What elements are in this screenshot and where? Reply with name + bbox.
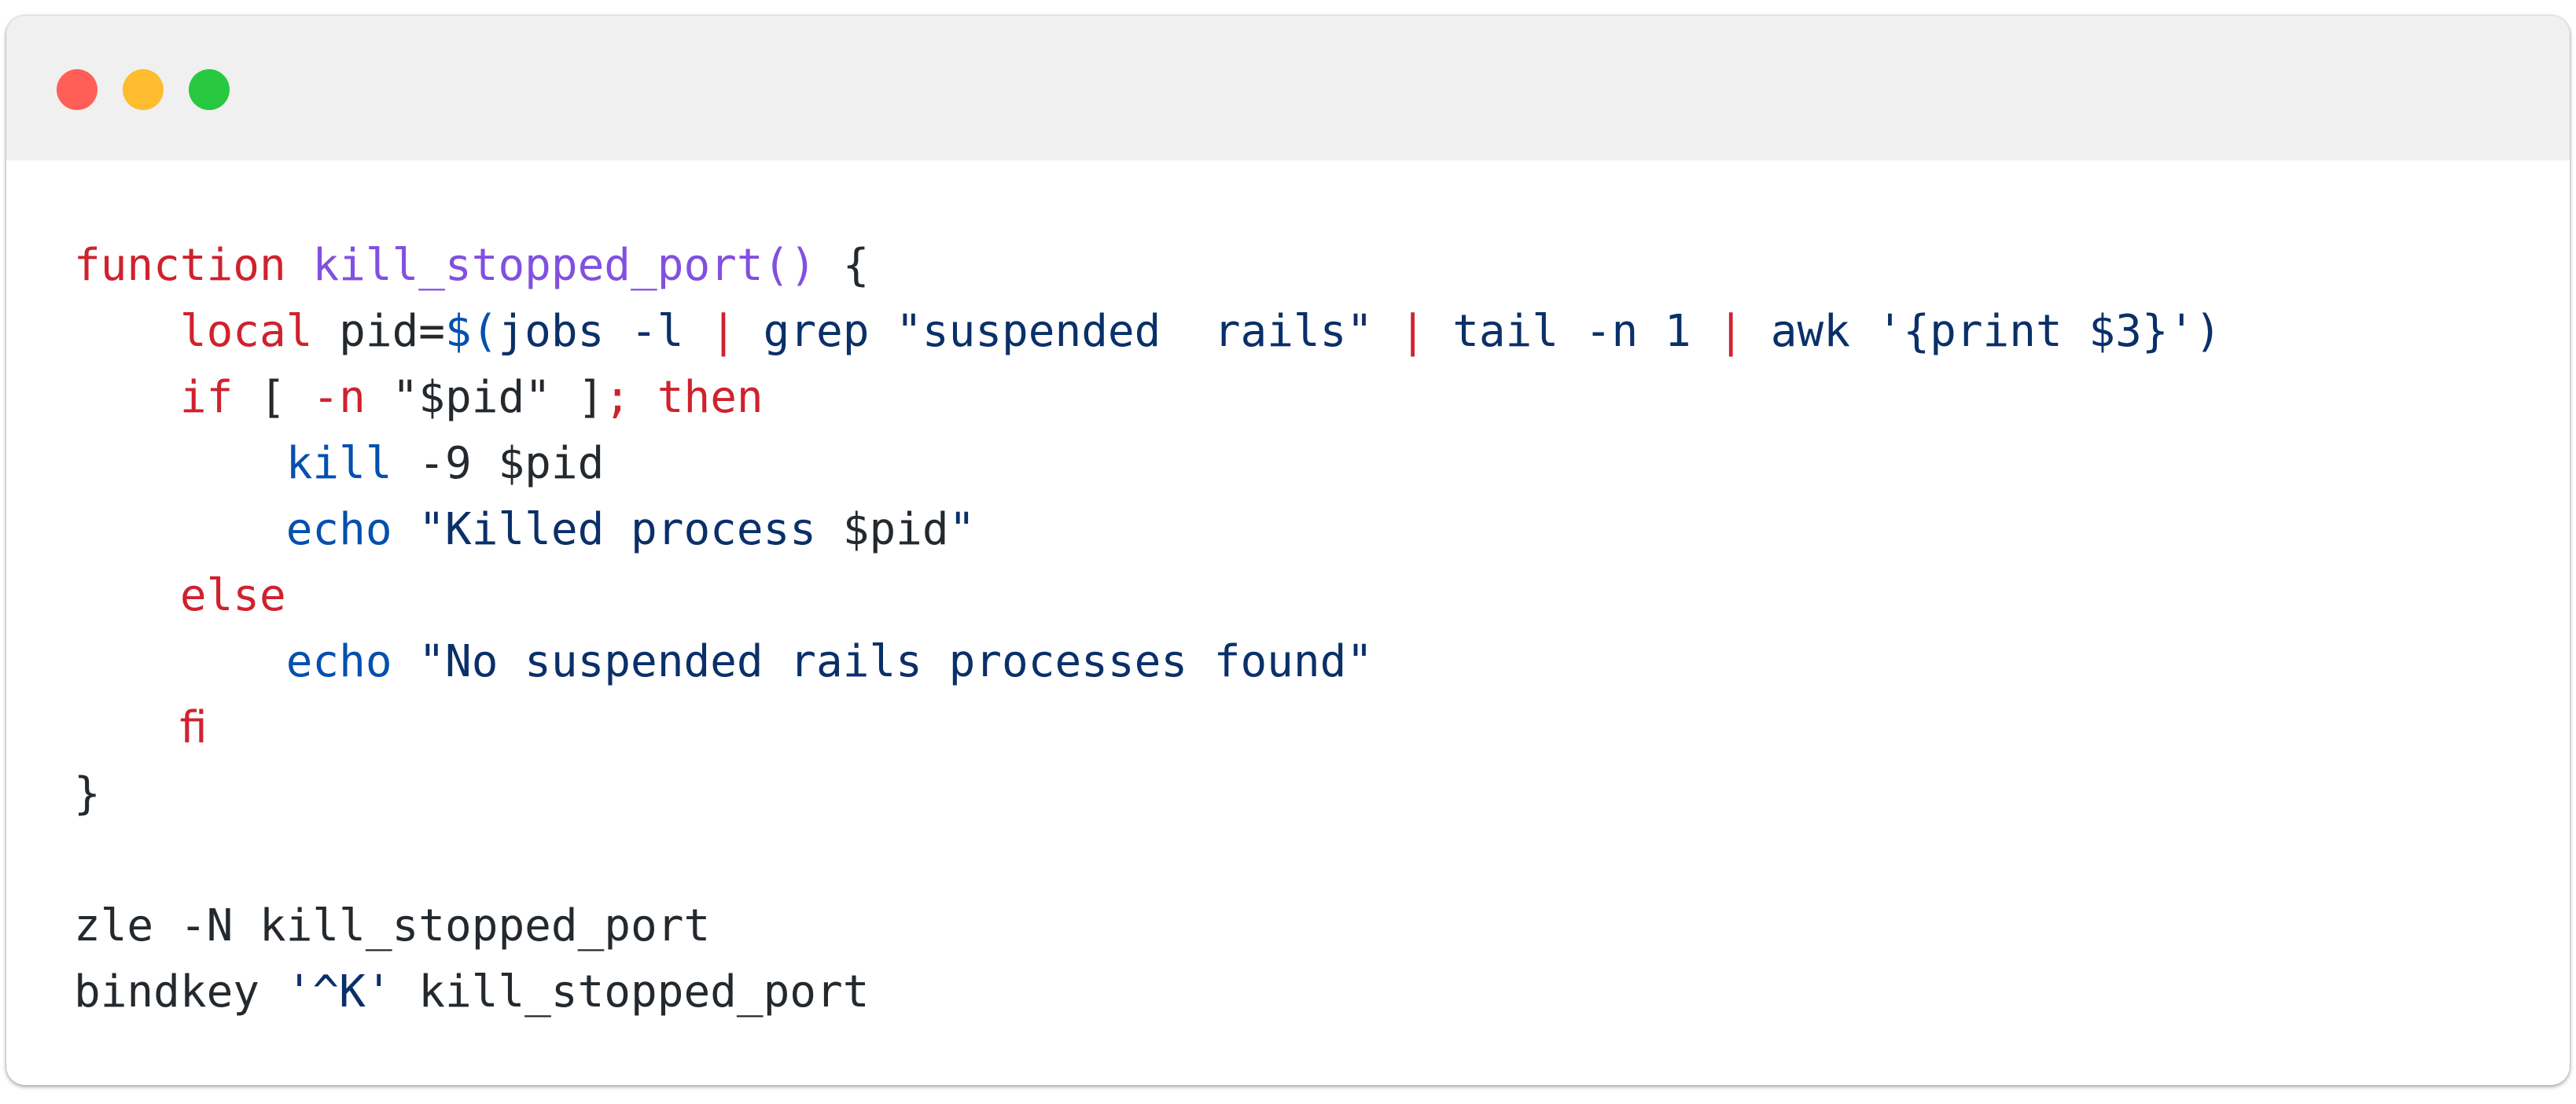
- code-block: function kill_stopped_port() { local pid…: [74, 233, 2221, 1025]
- test-bracket-open: [: [233, 372, 313, 423]
- pipe-operator: |: [1399, 306, 1426, 357]
- indent: [74, 504, 286, 555]
- builtin-echo: echo: [285, 636, 392, 687]
- code-space: [392, 636, 419, 687]
- code-space: [366, 372, 392, 423]
- code-space: [631, 372, 657, 423]
- zle-command: zle -N kill_stopped_port: [74, 900, 711, 951]
- function-name: kill_stopped_port(): [312, 240, 817, 291]
- assignment: pid=: [312, 306, 446, 357]
- builtin-echo: echo: [285, 504, 392, 555]
- indent: [74, 702, 180, 753]
- code-space: [392, 504, 419, 555]
- code-line-5: echo "Killed process $pid": [74, 497, 2221, 563]
- command-awk: awk: [1744, 306, 1877, 357]
- keyword-if: if: [179, 372, 234, 423]
- pid-string: "$pid": [392, 372, 551, 423]
- pipe-operator: |: [1717, 306, 1745, 357]
- pid-variable: $pid: [842, 504, 949, 555]
- command-grep: grep: [736, 306, 896, 357]
- indent: [74, 438, 286, 489]
- keyword-else: else: [179, 570, 286, 621]
- indent: [74, 636, 286, 687]
- key-binding-string: '^K': [285, 966, 392, 1018]
- subshell-open: $(: [445, 306, 499, 357]
- not-found-message-string: "No suspended rails processes found": [418, 636, 1374, 687]
- keyword-then: then: [657, 372, 764, 423]
- brace-close: }: [74, 768, 101, 819]
- code-space: [286, 240, 313, 291]
- command-jobs: jobs -l: [498, 306, 711, 357]
- code-line-6: else: [74, 563, 2221, 629]
- indent: [74, 372, 180, 423]
- subshell-close: ): [2195, 306, 2221, 357]
- pipe-operator: |: [710, 306, 737, 357]
- code-line-8: ﬁ: [74, 695, 2221, 761]
- keyword-local: local: [179, 306, 313, 357]
- code-line-3: if [ -n "$pid" ]; then: [74, 365, 2221, 431]
- code-line-9: }: [74, 761, 2221, 827]
- keyword-function: function: [74, 240, 286, 291]
- code-line-11: bindkey '^K' kill_stopped_port: [74, 959, 2221, 1025]
- bindkey-command: bindkey: [74, 966, 286, 1018]
- grep-pattern-string: "suspended rails": [896, 306, 1374, 357]
- killed-message-string: "Killed process: [418, 504, 843, 555]
- builtin-kill: kill: [285, 438, 392, 489]
- test-flag: -n: [312, 372, 366, 423]
- close-window-button[interactable]: [57, 69, 98, 110]
- indent: [74, 570, 180, 621]
- kill-arguments: -9 $pid: [392, 438, 605, 489]
- blank-line: [74, 827, 2221, 893]
- command-tail: tail -n 1: [1426, 306, 1718, 357]
- semicolon: ;: [604, 372, 631, 423]
- code-line-2: local pid=$(jobs -l | grep "suspended ra…: [74, 299, 2221, 365]
- window-titlebar: [6, 16, 2570, 160]
- keyword-fi: ﬁ: [179, 702, 207, 753]
- awk-program-string: '{print $3}': [1876, 306, 2195, 357]
- code-space: [1373, 306, 1400, 357]
- indent: [74, 306, 180, 357]
- code-line-7: echo "No suspended rails processes found…: [74, 629, 2221, 695]
- code-line-4: kill -9 $pid: [74, 431, 2221, 497]
- string-quote: ": [948, 504, 976, 555]
- code-line-1: function kill_stopped_port() {: [74, 233, 2221, 299]
- bindkey-widget: kill_stopped_port: [392, 966, 870, 1018]
- code-window: function kill_stopped_port() { local pid…: [6, 16, 2570, 1085]
- code-line-10: zle -N kill_stopped_port: [74, 893, 2221, 959]
- minimize-window-button[interactable]: [123, 69, 164, 110]
- brace-open: {: [816, 240, 870, 291]
- test-bracket-close: ]: [550, 372, 605, 423]
- zoom-window-button[interactable]: [189, 69, 230, 110]
